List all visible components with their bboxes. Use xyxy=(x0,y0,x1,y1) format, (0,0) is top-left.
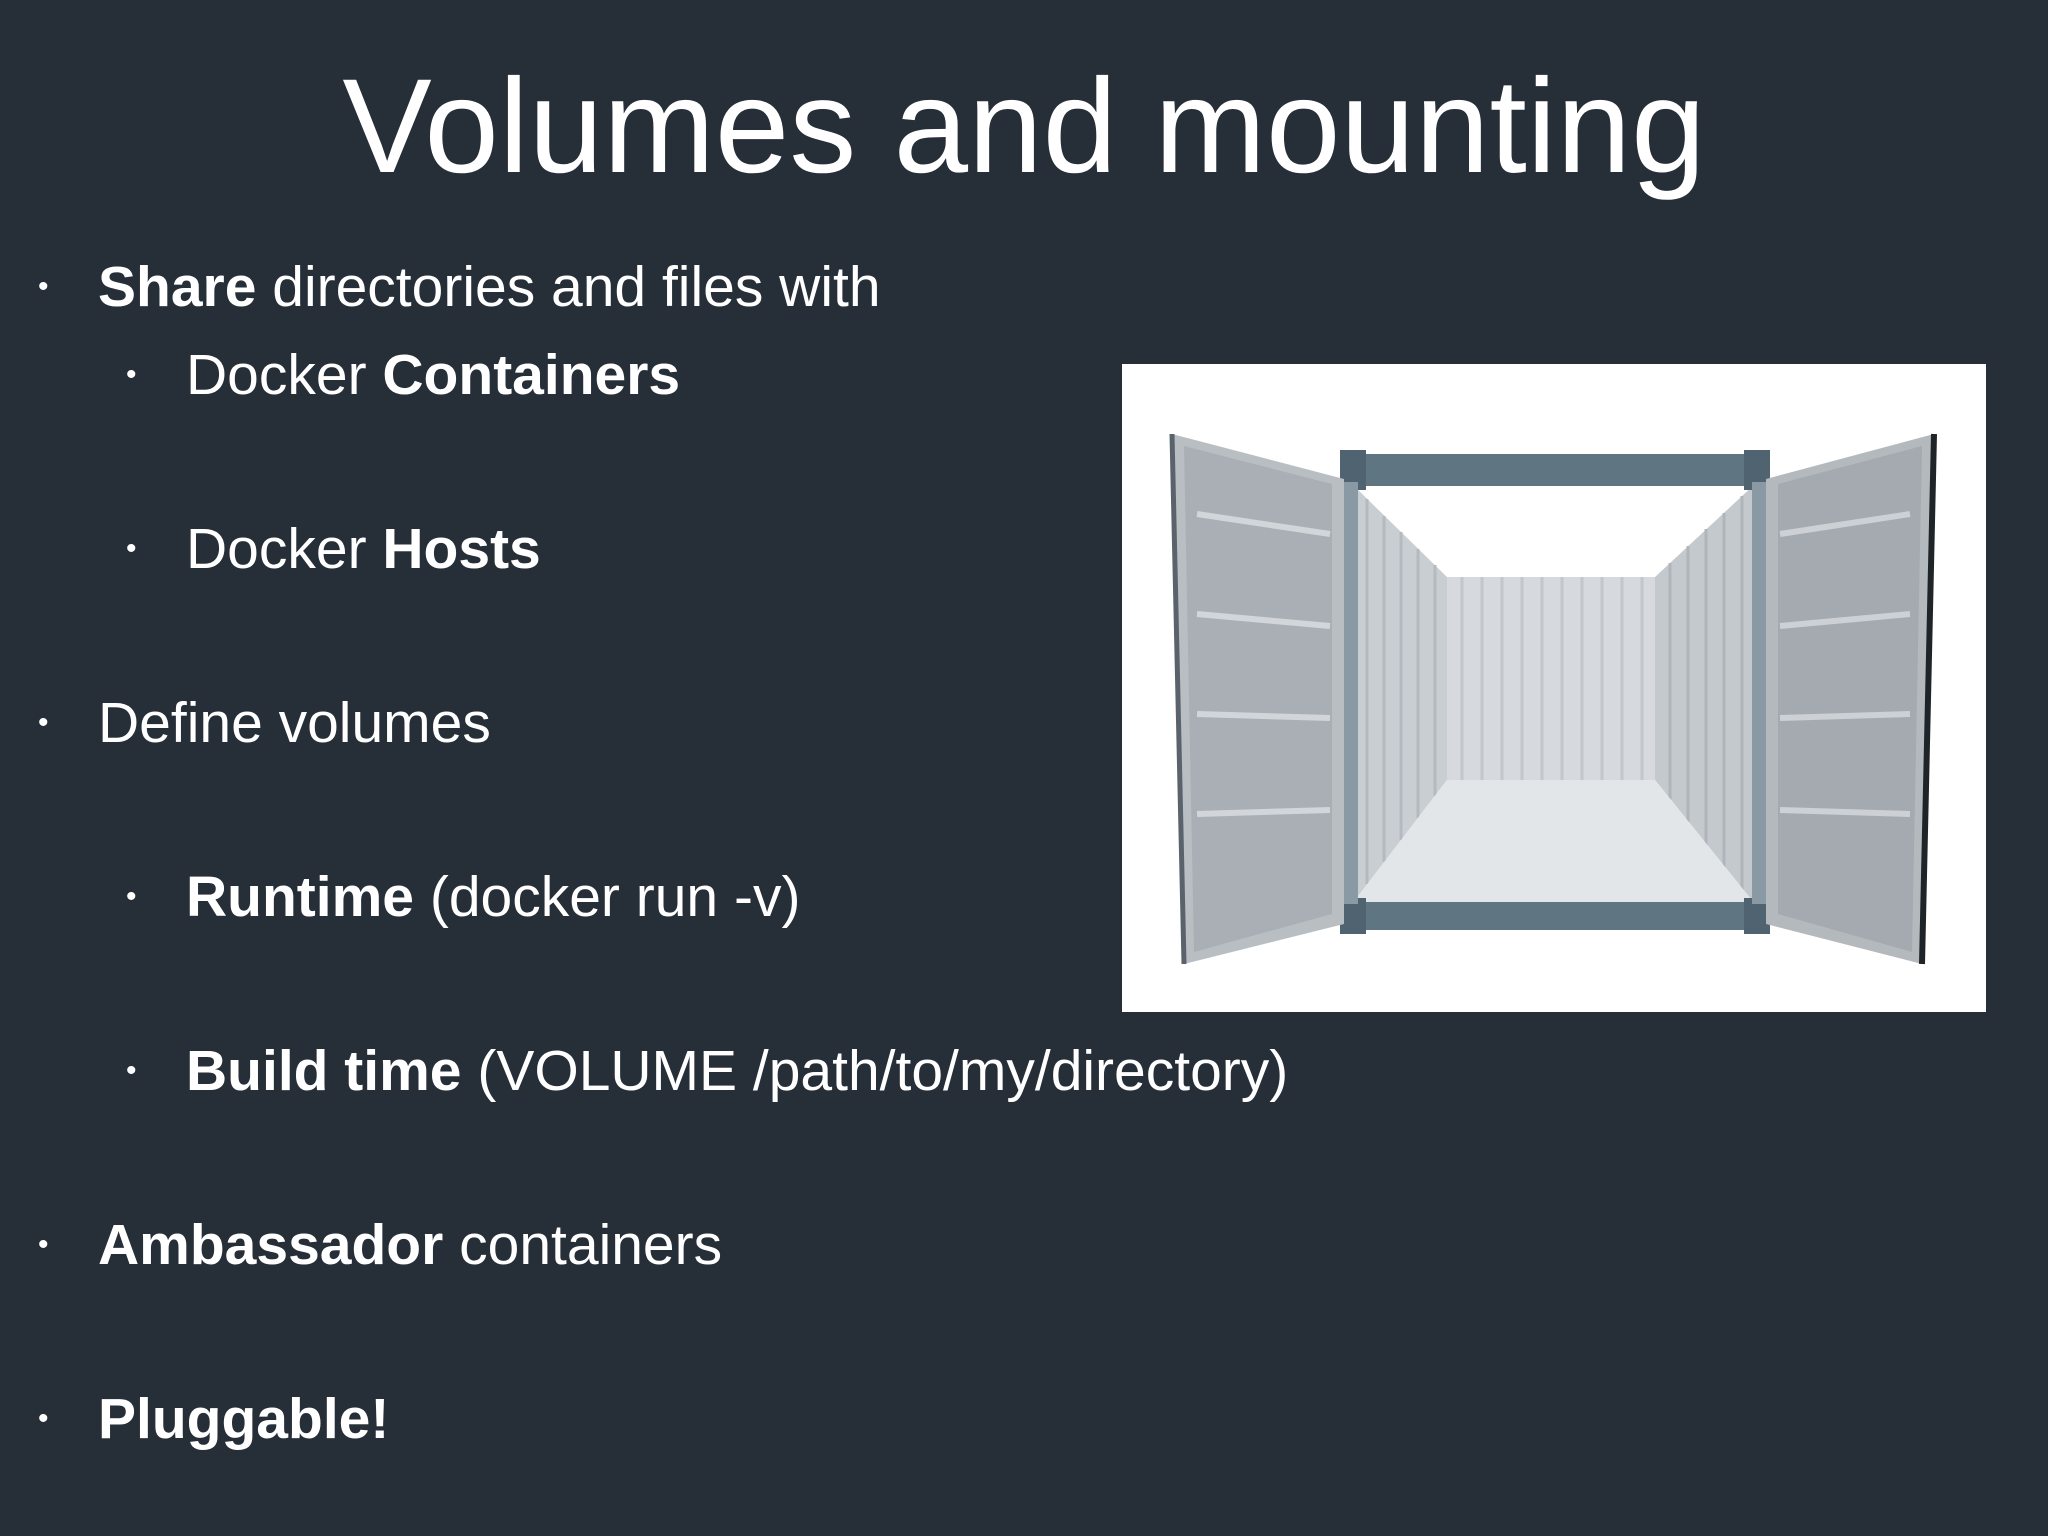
bullet-text: Docker xyxy=(186,343,383,407)
bullet-dot: • xyxy=(126,1054,137,1087)
bullet-bold: Pluggable! xyxy=(98,1387,390,1451)
bullet-ambassador: • Ambassador containers xyxy=(38,1210,723,1280)
slide-title: Volumes and mounting xyxy=(342,52,1706,201)
bullet-bold: Hosts xyxy=(382,517,541,581)
bullet-dot: • xyxy=(126,880,137,913)
bullet-docker-hosts: • Docker Hosts xyxy=(126,514,541,584)
bullet-dot: • xyxy=(126,532,137,565)
bullet-text: (docker run -v) xyxy=(414,865,801,929)
open-shipping-container-photo-icon xyxy=(1122,364,1986,1012)
bullet-dot: • xyxy=(126,358,137,391)
bullet-build-time: • Build time (VOLUME /path/to/my/directo… xyxy=(126,1036,1289,1106)
bullet-bold: Containers xyxy=(382,343,681,407)
bullet-dot: • xyxy=(38,706,49,739)
container-photo xyxy=(1122,364,1986,1012)
bullet-bold: Build time xyxy=(186,1039,462,1103)
bullet-define-volumes: • Define volumes xyxy=(38,688,491,758)
bullet-dot: • xyxy=(38,1402,49,1435)
bullet-bold: Ambassador xyxy=(98,1213,444,1277)
bullet-share: • Share directories and files with xyxy=(38,252,881,322)
bullet-docker-containers: • Docker Containers xyxy=(126,340,681,410)
bullet-text: Docker xyxy=(186,517,383,581)
bullet-dot: • xyxy=(38,1228,49,1261)
bullet-pluggable: • Pluggable! xyxy=(38,1384,390,1454)
bullet-text: Define volumes xyxy=(98,691,491,755)
bullet-runtime: • Runtime (docker run -v) xyxy=(126,862,801,932)
bullet-bold: Runtime xyxy=(186,865,414,929)
bullet-dot: • xyxy=(38,270,49,303)
bullet-text: (VOLUME /path/to/my/directory) xyxy=(461,1039,1289,1103)
bullet-text: containers xyxy=(443,1213,723,1277)
bullet-text: directories and files with xyxy=(256,255,881,319)
bullet-bold: Share xyxy=(98,255,257,319)
